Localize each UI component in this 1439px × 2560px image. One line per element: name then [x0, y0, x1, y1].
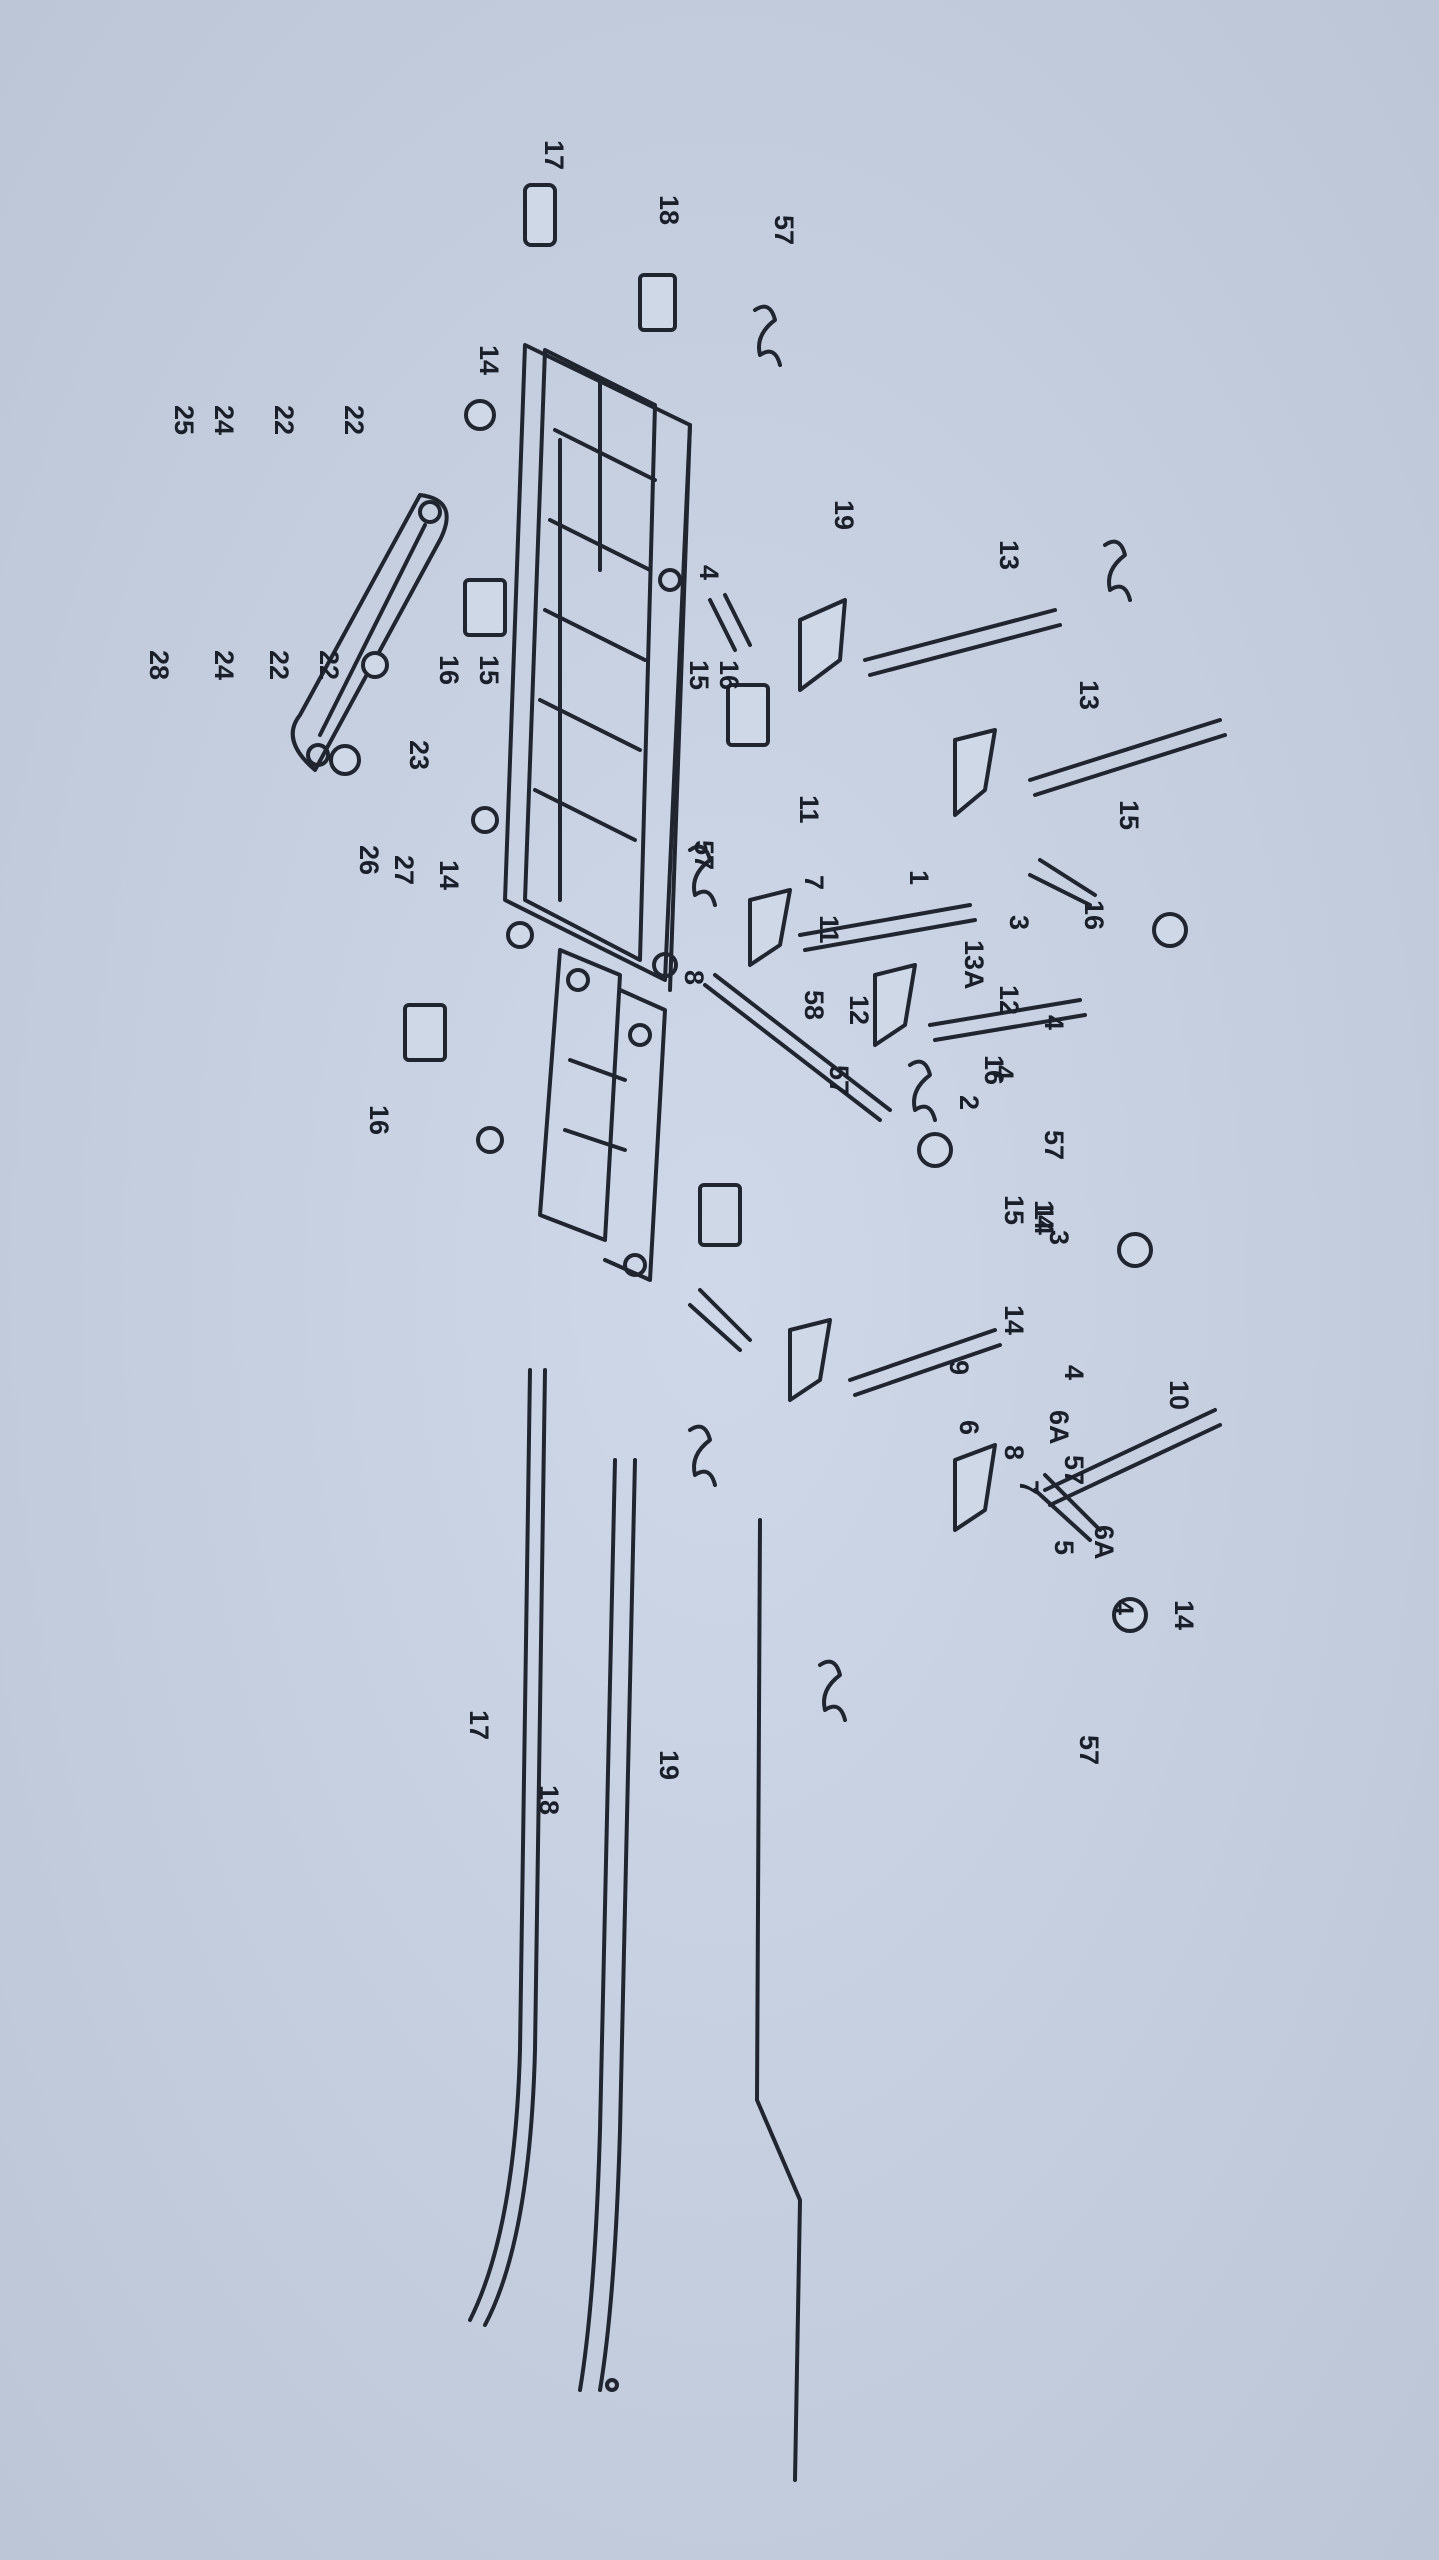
callout-label-17: 16	[714, 660, 744, 690]
callout-label-33: 15	[1114, 800, 1144, 830]
callout-label-32: 16	[1079, 900, 1109, 930]
callout-label-38: 14	[1029, 1200, 1059, 1230]
callout-label-46: 2	[954, 1095, 984, 1110]
callout-label-21: 26	[354, 845, 384, 875]
rail-part-19	[755, 1518, 802, 2482]
callout-label-19: 57	[689, 840, 719, 870]
callout-label-18: 19	[829, 500, 859, 530]
callout-label-20: 13	[994, 540, 1024, 570]
callout-label-48: 15	[999, 1195, 1029, 1225]
callout-label-39: 16	[364, 1105, 394, 1135]
callout-label-56: 10	[1164, 1380, 1194, 1410]
lever-arms	[798, 608, 1227, 1507]
callout-label-11: 22	[314, 650, 344, 680]
callout-label-23: 14	[434, 860, 464, 890]
callout-label-57: 5	[1049, 1540, 1079, 1555]
callout-label-28: 12	[844, 995, 874, 1025]
small-parts	[329, 183, 1188, 1722]
callout-label-53: 8	[999, 1445, 1029, 1460]
callout-label-64: 19	[654, 1750, 684, 1780]
callout-label-50: 4	[1059, 1365, 1089, 1380]
callout-label-49: 9	[944, 1360, 974, 1375]
callout-label-29: 57	[824, 1065, 854, 1095]
callout-label-43: 4	[989, 1065, 1019, 1080]
callout-label-62: 17	[464, 1710, 494, 1740]
callout-label-27: 13	[1074, 680, 1104, 710]
callout-label-51: 6A	[1044, 1410, 1074, 1445]
callout-label-26: 7	[799, 875, 829, 890]
callout-label-16: 15	[684, 660, 714, 690]
callout-label-47: 16	[979, 1055, 1009, 1085]
callout-label-4: 24	[209, 405, 239, 435]
callout-label-37: 4	[1039, 1015, 1069, 1030]
bracket-part-2	[538, 948, 667, 1282]
callout-label-34: 3	[1004, 915, 1034, 930]
callout-label-12: 23	[404, 740, 434, 770]
callout-label-41: 3	[1044, 1230, 1074, 1245]
callout-label-52: 6	[954, 1420, 984, 1435]
callout-label-45: 14	[1029, 1205, 1059, 1235]
callout-label-9: 24	[209, 650, 239, 680]
callout-label-58: 6A	[1089, 1525, 1119, 1560]
callout-label-14: 15	[474, 655, 504, 685]
callout-label-13: 16	[434, 655, 464, 685]
link-plate-23	[290, 493, 449, 772]
callout-label-42: 58	[799, 990, 829, 1020]
cam-parts	[748, 598, 997, 1532]
callout-label-8: 28	[144, 650, 174, 680]
callout-label-25: 8	[679, 970, 709, 985]
callout-label-63: 18	[534, 1785, 564, 1815]
callout-label-3: 25	[169, 405, 199, 435]
callout-label-10: 22	[264, 650, 294, 680]
callout-label-54: 7	[1014, 1480, 1044, 1495]
callout-label-61: 57	[1074, 1735, 1104, 1765]
callout-label-31: 11	[814, 915, 844, 944]
frame-part-1	[503, 343, 692, 992]
callout-label-15: 4	[694, 565, 724, 580]
callout-label-22: 27	[389, 855, 419, 885]
callout-label-55: 57	[1059, 1455, 1089, 1485]
callout-label-0: 17	[539, 140, 569, 170]
callout-label-6: 22	[339, 405, 369, 435]
callout-label-59: 4	[1109, 1600, 1139, 1615]
callout-label-1: 18	[654, 195, 684, 225]
callout-label-7: 14	[474, 345, 504, 375]
callout-label-36: 12	[994, 985, 1024, 1015]
callout-label-44: 57	[1039, 1130, 1069, 1160]
callout-label-24: 11	[794, 795, 824, 824]
callout-label-35: 13A	[959, 940, 989, 990]
callout-label-5: 22	[269, 405, 299, 435]
rail-part-17	[468, 1368, 547, 2327]
callout-label-60: 14	[1169, 1600, 1199, 1630]
callout-label-30: 1	[904, 870, 934, 885]
callout-label-40: 14	[999, 1305, 1029, 1335]
rail-part-18	[578, 1458, 637, 2392]
callout-label-2: 57	[769, 215, 799, 245]
